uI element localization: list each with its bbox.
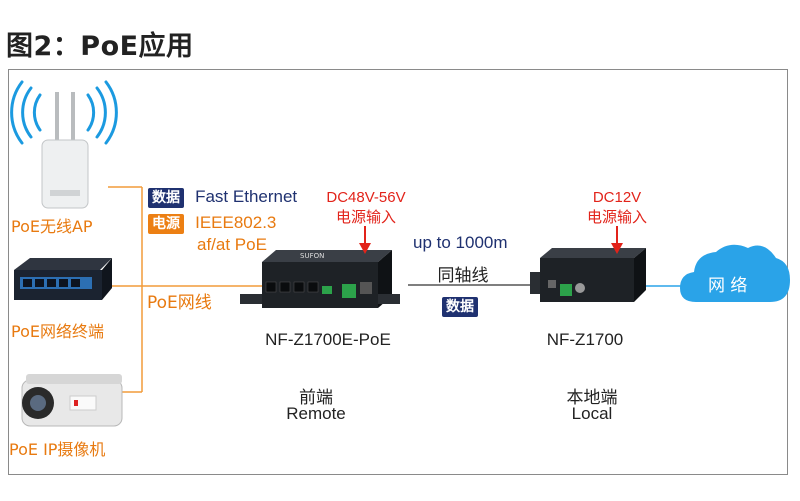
- ap-label: PoE无线AP: [11, 213, 93, 237]
- remote-power-spec: DC48V-56V: [306, 188, 426, 208]
- power-text-2: af/at PoE: [197, 235, 267, 255]
- local-role-en: Local: [552, 404, 632, 424]
- power-text-1: IEEE802.3: [195, 213, 276, 232]
- local-power-input: 电源输入: [562, 208, 672, 228]
- legend-data-row: 数据 Fast Ethernet: [148, 187, 297, 207]
- remote-model: NF-Z1700E-PoE: [248, 330, 408, 350]
- network-terminal-icon: [14, 258, 112, 300]
- network-label: 网 络: [708, 271, 747, 296]
- poe-cable-label: PoE网线: [147, 288, 212, 313]
- ip-camera-icon: [22, 374, 122, 426]
- power-badge: 电源: [148, 214, 184, 234]
- local-power-spec: DC12V: [562, 188, 672, 208]
- local-model: NF-Z1700: [530, 330, 640, 350]
- coax-speed: up to 1000m: [413, 233, 508, 253]
- legend-power-row: 电源 IEEE802.3: [148, 213, 276, 233]
- remote-role-en: Remote: [276, 404, 356, 424]
- coax-medium: 同轴线: [430, 261, 496, 286]
- camera-label: PoE IP摄像机: [9, 436, 105, 460]
- data-badge: 数据: [148, 188, 184, 208]
- remote-power-input: 电源输入: [306, 208, 426, 228]
- coax-badge-wrap: 数据: [442, 296, 478, 316]
- terminal-label: PoE网络终端: [11, 318, 104, 342]
- local-unit-device: [530, 248, 646, 302]
- coax-data-badge: 数据: [442, 297, 478, 317]
- wireless-ap-icon: [12, 82, 117, 208]
- remote-brand: SUFON: [300, 252, 324, 260]
- data-text: Fast Ethernet: [195, 187, 297, 206]
